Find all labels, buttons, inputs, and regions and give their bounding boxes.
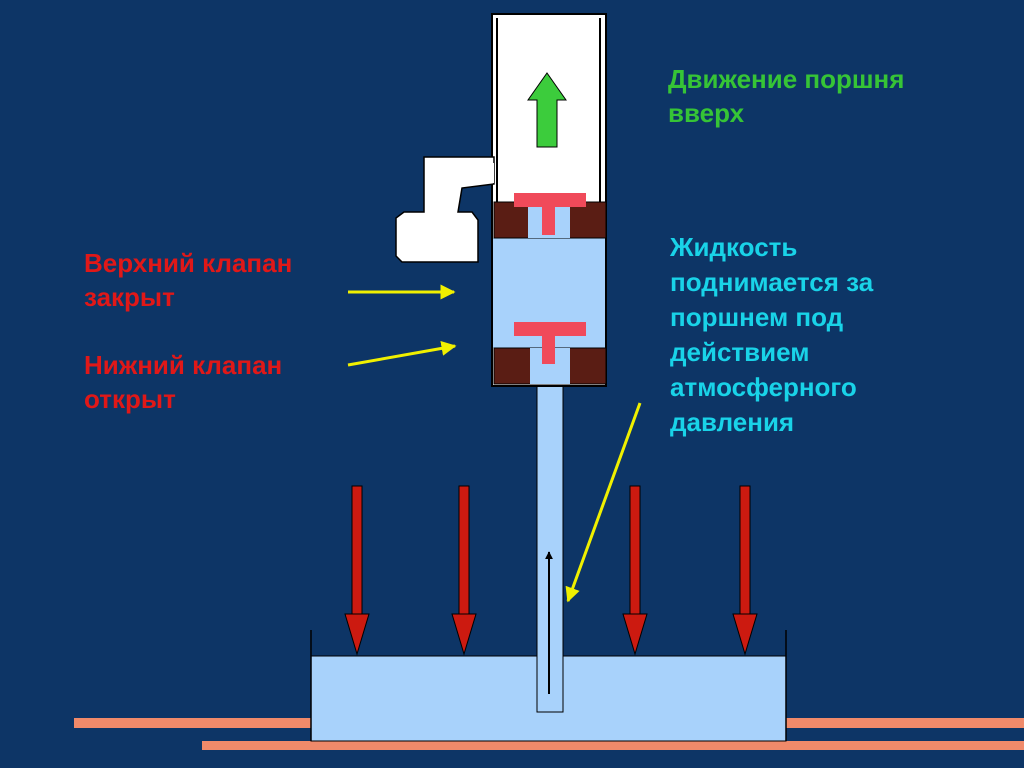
pointer-liquid	[565, 402, 642, 603]
liquid-rises-line-2: поднимается за	[670, 267, 874, 297]
pointer-lower-valve	[347, 340, 457, 367]
liquid-rises-line-6: давления	[670, 407, 795, 437]
lower-valve-line-1: Нижний клапан	[84, 350, 283, 380]
piston-up-arrow	[527, 72, 567, 148]
pressure-arrow	[344, 485, 370, 656]
piston-motion-line-1: Движение поршня	[668, 64, 905, 94]
upper-valve-label: Верхний клапан закрыт	[84, 246, 292, 314]
pressure-arrow	[732, 485, 758, 656]
upper-valve-line-2: закрыт	[84, 282, 175, 312]
liquid-rises-line-5: атмосферного	[670, 372, 857, 402]
liquid-rises-line-1: Жидкость	[670, 232, 798, 262]
liquid-rises-line-3: поршнем под	[670, 302, 844, 332]
liquid-rises-line-4: действием	[670, 337, 810, 367]
lower-valve-line-2: открыт	[84, 384, 176, 414]
pressure-arrow	[622, 485, 648, 656]
upper-valve	[514, 193, 586, 235]
atmospheric-pressure-arrows	[344, 485, 758, 656]
upper-valve-line-1: Верхний клапан	[84, 248, 293, 278]
piston-motion-label: Движение поршня вверх	[668, 62, 904, 130]
lower-valve	[514, 322, 586, 364]
piston-motion-line-2: вверх	[668, 98, 745, 128]
lower-valve-label: Нижний клапан открыт	[84, 348, 282, 416]
floor-stripe-bottom	[202, 741, 1024, 750]
pressure-arrow	[451, 485, 477, 656]
spout	[395, 156, 495, 263]
liquid-rises-label: Жидкость поднимается за поршнем под дейс…	[670, 230, 873, 440]
